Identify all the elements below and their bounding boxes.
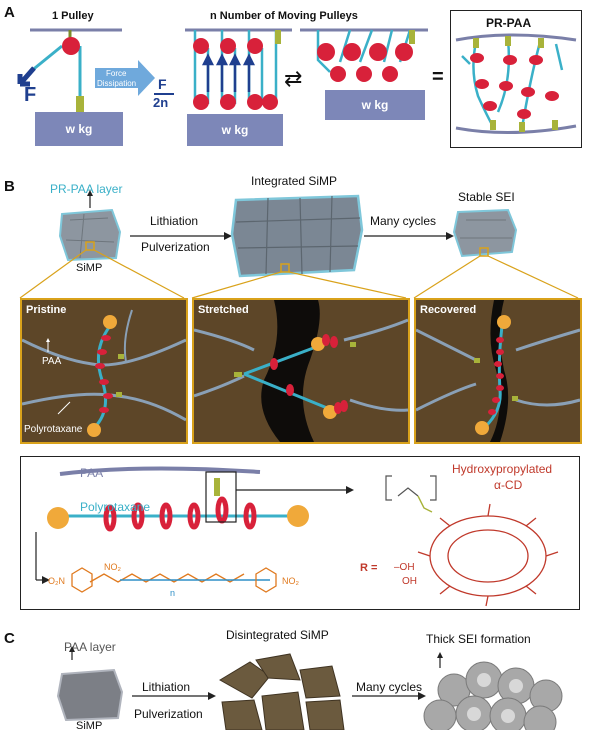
oh-label-1: –OH bbox=[394, 562, 415, 573]
recovered-title: Recovered bbox=[420, 304, 477, 316]
paa-small-label: PAA bbox=[42, 356, 62, 367]
weight-block-3: w kg bbox=[325, 90, 425, 120]
subscript-n: n bbox=[170, 588, 176, 598]
panel-c-letter: C bbox=[4, 630, 15, 647]
panel-b-overview bbox=[19, 190, 579, 299]
no2-label-left: NO₂ bbox=[104, 562, 121, 572]
polyrotaxane-small-label: Polyrotaxane bbox=[24, 424, 83, 435]
prpaa-title: PR-PAA bbox=[486, 16, 532, 30]
force-dissipation-line1: Force bbox=[106, 69, 127, 78]
lithiation-label-c: Lithiation bbox=[142, 680, 191, 694]
force-dissipation-line2: Dissipation bbox=[97, 79, 137, 88]
weight-block-1: w kg bbox=[35, 112, 123, 146]
oh-label-2: OH bbox=[402, 576, 417, 587]
integrated-simp-label: Integrated SiMP bbox=[251, 174, 338, 188]
simp-label: SiMP bbox=[76, 262, 103, 274]
fraction-numerator: F bbox=[158, 76, 167, 92]
panel-c-graphic bbox=[56, 646, 563, 730]
one-pulley-title: 1 Pulley bbox=[52, 10, 94, 22]
panel-a-letter: A bbox=[4, 4, 15, 21]
pulverization-label-c: Pulverization bbox=[134, 707, 203, 721]
prpaa-layer-label: PR-PAA layer bbox=[50, 182, 123, 196]
moving-pulleys-title: n Number of Moving Pulleys bbox=[210, 10, 358, 22]
lithiation-label-b: Lithiation bbox=[150, 214, 199, 228]
inset-recovered bbox=[414, 298, 582, 444]
equals-sign: = bbox=[432, 66, 444, 88]
inset-pristine-graphic bbox=[22, 300, 186, 442]
inset-pristine bbox=[20, 298, 188, 444]
panel-b-letter: B bbox=[4, 178, 15, 195]
disintegrated-label: Disintegrated SiMP bbox=[226, 628, 329, 642]
prpaa-box bbox=[450, 10, 582, 148]
weight-block-2: w kg bbox=[187, 114, 283, 146]
chemistry-legend-graphic bbox=[35, 466, 559, 607]
r-equals-label: R = bbox=[360, 562, 378, 574]
stretched-title: Stretched bbox=[198, 304, 249, 316]
inset-stretched bbox=[192, 298, 410, 444]
many-cycles-label-c: Many cycles bbox=[356, 680, 423, 694]
chemistry-legend-box bbox=[20, 456, 580, 610]
pulverization-label-b: Pulverization bbox=[141, 240, 210, 254]
fraction-bar bbox=[154, 93, 174, 95]
paa-legend-label: PAA bbox=[80, 466, 104, 480]
force-label: F bbox=[24, 84, 37, 106]
stable-sei-label: Stable SEI bbox=[458, 190, 515, 204]
hydroxy-title-line2: α-CD bbox=[494, 478, 523, 492]
inset-recovered-graphic bbox=[416, 300, 580, 442]
many-cycles-label-b: Many cycles bbox=[370, 214, 437, 228]
simp-label-c: SiMP bbox=[76, 720, 103, 732]
o2n-label: O₂N bbox=[48, 576, 65, 586]
no2-label-right: NO₂ bbox=[282, 576, 299, 586]
fraction-denominator: 2n bbox=[153, 95, 169, 110]
equilibrium-arrows: ⇄ bbox=[284, 66, 303, 91]
panel-a-diagram bbox=[17, 28, 577, 135]
hydroxy-title-line1: Hydroxypropylated bbox=[452, 462, 553, 476]
thick-sei-label: Thick SEI formation bbox=[426, 632, 531, 646]
polyrotaxane-legend-label: Polyrotaxane bbox=[80, 500, 151, 514]
inset-stretched-graphic bbox=[194, 300, 408, 442]
pristine-title: Pristine bbox=[26, 304, 67, 316]
paa-layer-label-c: PAA layer bbox=[64, 640, 116, 654]
